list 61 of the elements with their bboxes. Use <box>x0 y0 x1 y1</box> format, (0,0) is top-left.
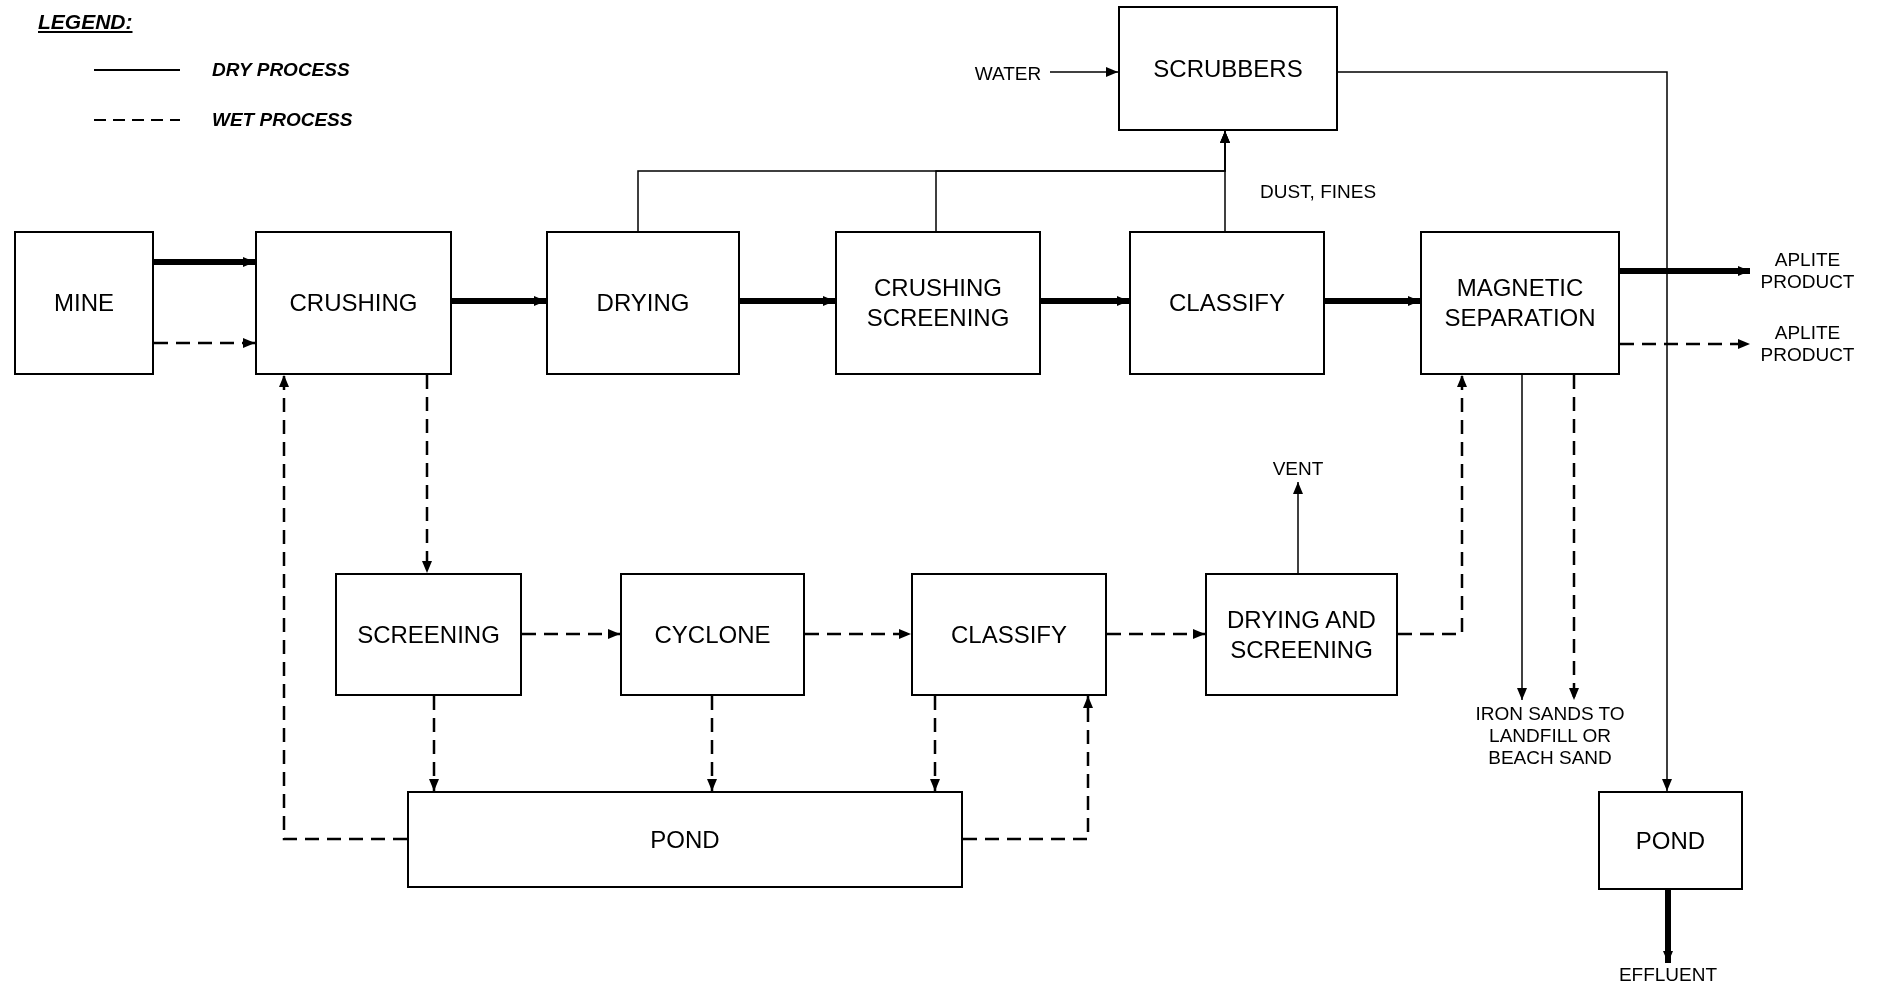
process-box <box>620 573 805 696</box>
arrow <box>279 375 407 841</box>
box-label: CYCLONE <box>654 619 771 650</box>
process-box <box>1598 791 1743 890</box>
box-label: MINE <box>54 288 114 318</box>
box-label: DRYING AND SCREENING <box>1226 604 1377 665</box>
arrow <box>422 375 432 573</box>
process-box <box>14 231 154 375</box>
box-label: CRUSHING <box>289 288 418 318</box>
arrow <box>930 696 940 791</box>
box-label: CLASSIFY <box>1168 288 1285 318</box>
arrow <box>1663 890 1673 963</box>
arrow <box>1049 67 1119 77</box>
process-box <box>1205 573 1398 696</box>
arrow <box>154 257 255 267</box>
arrow <box>1293 481 1303 574</box>
edge-label: DUST, FINES <box>1260 182 1377 201</box>
arrow <box>1337 71 1672 792</box>
flow-label: APLITE PRODUCT <box>1759 249 1856 293</box>
arrow <box>1569 375 1579 700</box>
box-label: CLASSIFY <box>950 619 1067 650</box>
arrow <box>522 629 620 639</box>
arrow <box>1620 266 1750 276</box>
box-label: MAGNETIC SEPARATION <box>1443 273 1597 333</box>
box-label: CRUSHING SCREENING <box>865 273 1011 333</box>
box-label: DRYING <box>596 288 690 318</box>
arrow <box>1220 130 1230 232</box>
process-box <box>1129 231 1325 375</box>
arrow <box>154 338 255 348</box>
arrow <box>707 696 717 791</box>
box-label: POND <box>650 824 720 855</box>
arrow <box>1620 339 1750 349</box>
arrow <box>452 296 546 306</box>
process-box <box>255 231 452 375</box>
arrow <box>1325 296 1420 306</box>
process-box <box>835 231 1041 375</box>
arrow <box>805 629 911 639</box>
process-box <box>407 791 963 888</box>
process-box <box>1420 231 1620 375</box>
arrow <box>429 696 439 791</box>
arrow <box>740 296 835 306</box>
box-label: POND <box>1635 825 1706 856</box>
legend-text: WET PROCESS <box>212 110 353 129</box>
box-label: SCRUBBERS <box>1153 53 1303 84</box>
box-label: SCREENING <box>357 619 500 650</box>
flow-label: IRON SANDS TO LANDFILL OR BEACH SAND <box>1474 703 1626 769</box>
process-box <box>911 573 1107 696</box>
flow-label: WATER <box>973 63 1043 85</box>
legend-text: DRY PROCESS <box>212 60 350 79</box>
flow-label: EFFLUENT <box>1617 964 1719 986</box>
process-box <box>1118 6 1338 131</box>
legend-heading: LEGEND: <box>38 9 133 35</box>
arrow <box>1041 296 1129 306</box>
arrow <box>963 696 1093 841</box>
arrow <box>1517 374 1527 701</box>
arrow <box>1107 629 1205 639</box>
arrow <box>1398 375 1467 636</box>
flow-label: APLITE PRODUCT <box>1759 322 1856 366</box>
process-box <box>335 573 522 696</box>
flow-label: VENT <box>1271 458 1325 480</box>
process-box <box>546 231 740 375</box>
